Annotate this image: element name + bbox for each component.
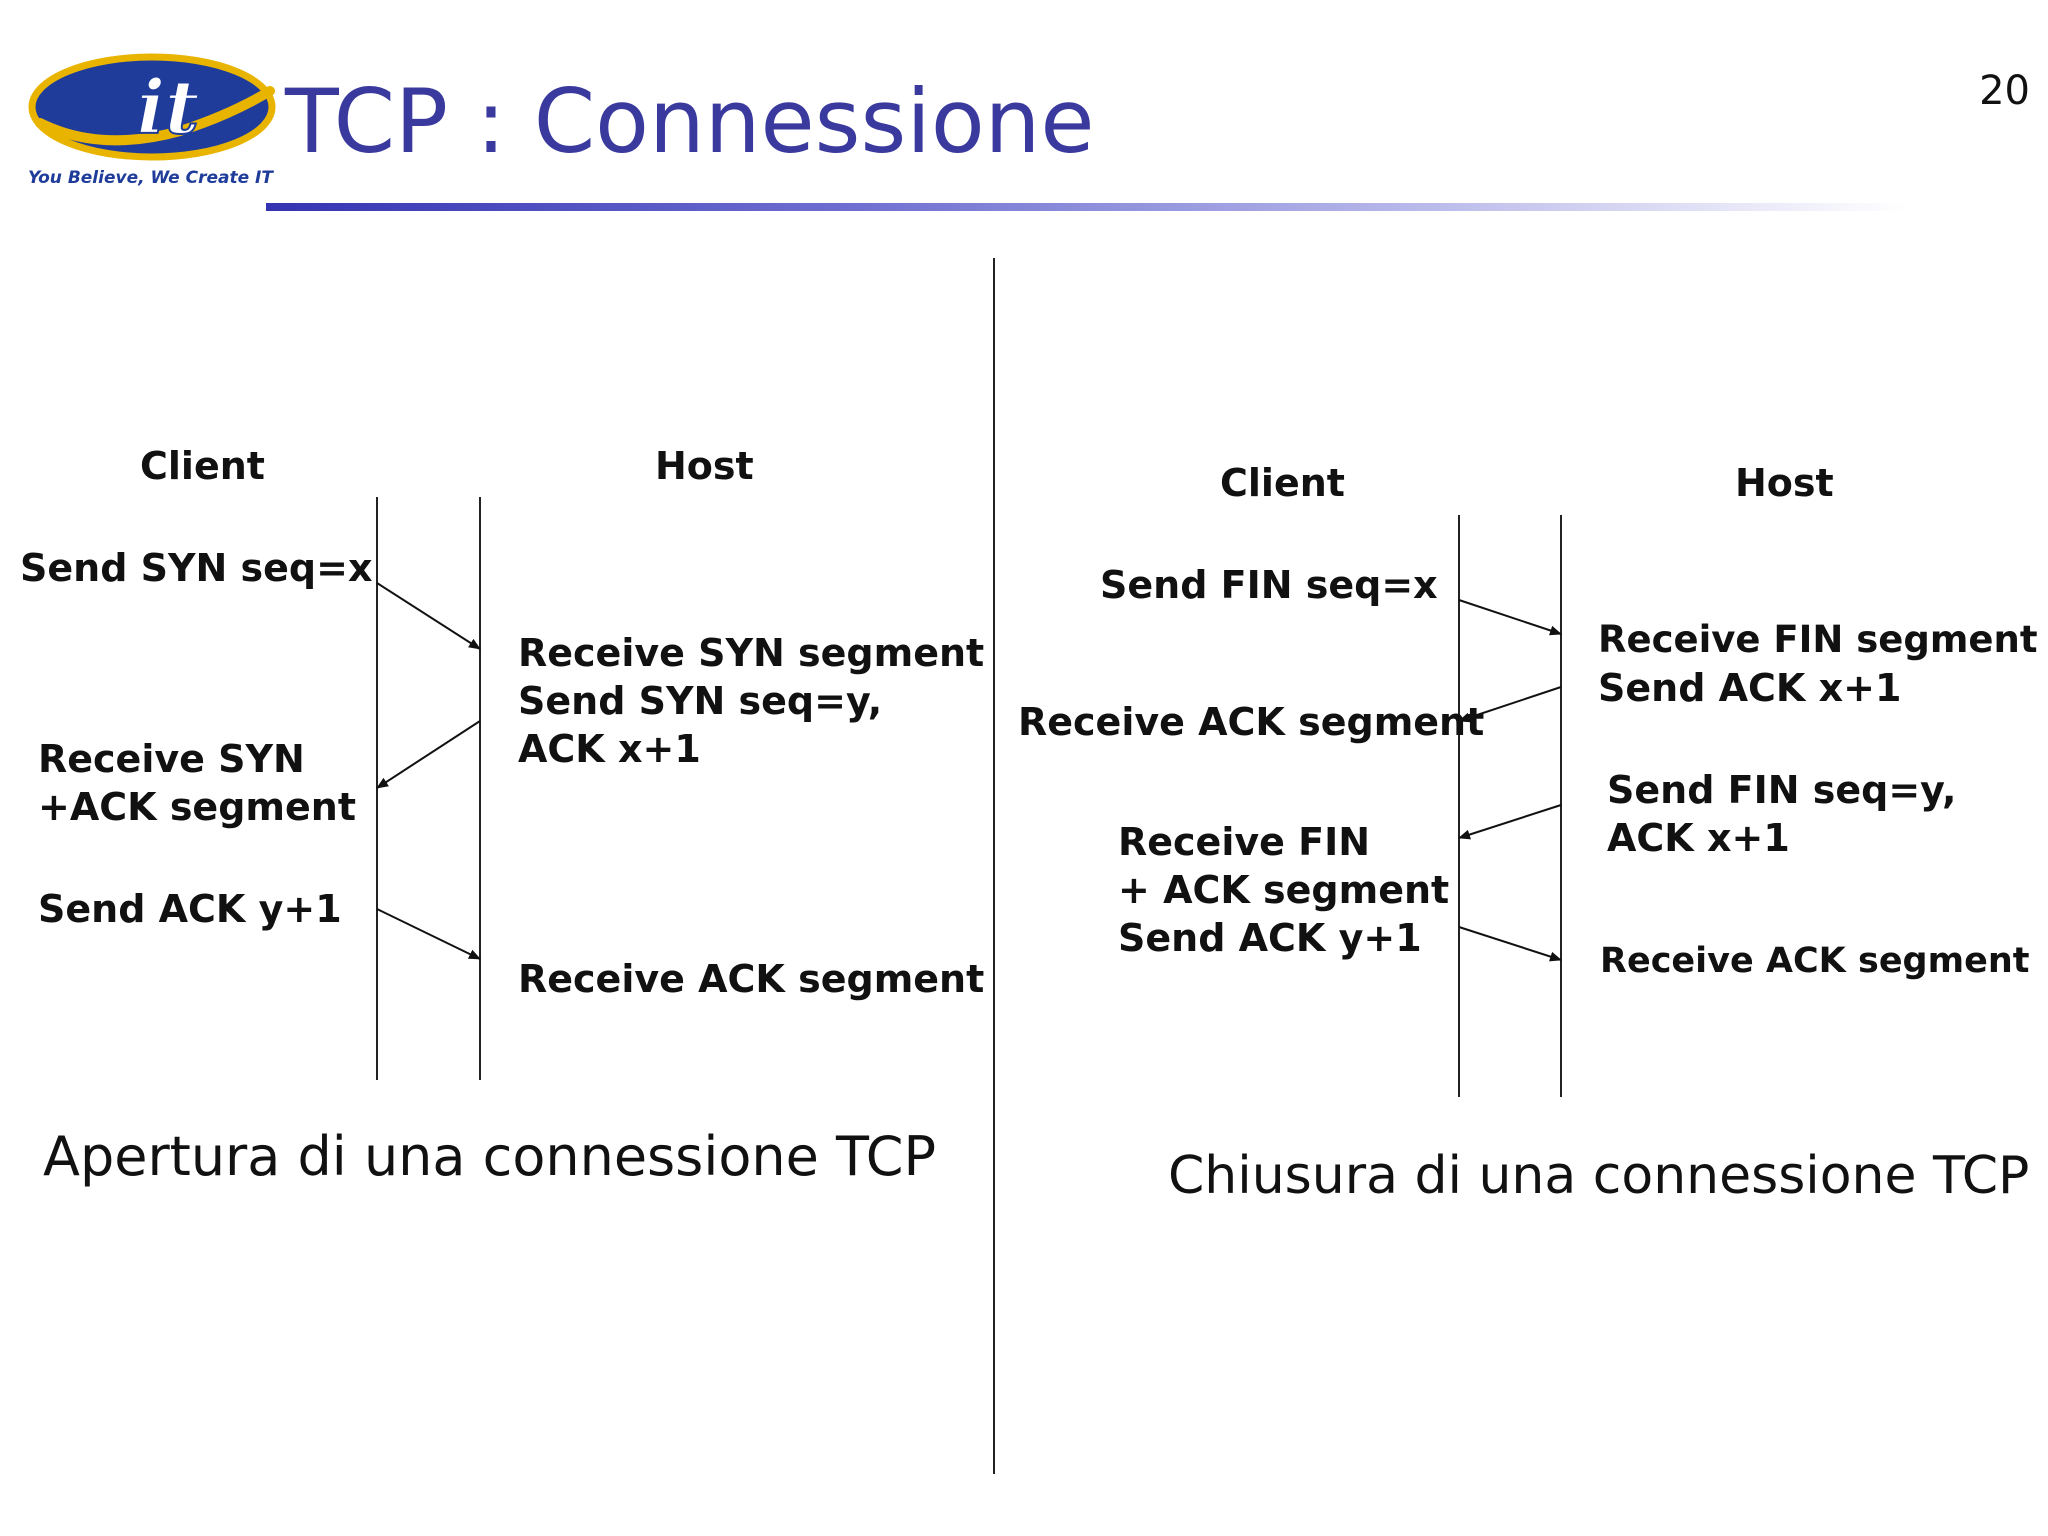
opening-ack-x1: ACK x+1 bbox=[518, 727, 701, 771]
opening-host-label: Host bbox=[655, 444, 754, 488]
slide-title: TCP : Connessione bbox=[285, 70, 1095, 173]
opening-ack-segment: +ACK segment bbox=[38, 785, 356, 829]
closing-ack-arrow bbox=[1458, 686, 1562, 723]
closing-receive-ack-segment-host: Receive ACK segment bbox=[1600, 941, 2030, 981]
closing-client-label: Client bbox=[1220, 461, 1345, 505]
opening-receive-syn-segment: Receive SYN segment bbox=[518, 631, 985, 675]
opening-receive-ack-segment: Receive ACK segment bbox=[518, 957, 985, 1001]
logo-tagline: You Believe, We Create IT bbox=[28, 168, 274, 188]
closing-receive-fin: Receive FIN bbox=[1118, 820, 1371, 864]
opening-syn-arrow bbox=[376, 582, 481, 650]
opening-synack-arrow bbox=[376, 720, 481, 789]
closing-fin-arrow bbox=[1458, 599, 1562, 636]
logo-graphic: it You Believe, We Create IT bbox=[28, 53, 276, 188]
closing-send-fin: Send FIN seq=x bbox=[1100, 563, 1438, 607]
opening-client-label: Client bbox=[140, 444, 265, 488]
closing-plus-ack-segment: + ACK segment bbox=[1118, 868, 1450, 912]
closing-host-label: Host bbox=[1735, 461, 1834, 505]
closing-receive-ack-segment-client: Receive ACK segment bbox=[1018, 700, 1485, 744]
opening-send-syn-seq-y: Send SYN seq=y, bbox=[518, 679, 883, 723]
section-divider bbox=[993, 258, 995, 1474]
closing-send-ack-x1: Send ACK x+1 bbox=[1598, 666, 1902, 710]
opening-ack-arrow bbox=[376, 908, 481, 960]
opening-caption: Apertura di una connessione TCP bbox=[43, 1125, 937, 1188]
closing-caption: Chiusura di una connessione TCP bbox=[1168, 1146, 2030, 1206]
logo-ring bbox=[28, 53, 276, 161]
closing-finack-arrow bbox=[1458, 804, 1562, 840]
opening-send-syn: Send SYN seq=x bbox=[20, 546, 373, 590]
closing-send-ack-y1: Send ACK y+1 bbox=[1118, 916, 1422, 960]
closing-ack-x1: ACK x+1 bbox=[1607, 816, 1790, 860]
closing-receive-fin-segment: Receive FIN segment bbox=[1598, 618, 2038, 661]
logo-swoosh bbox=[35, 86, 275, 146]
closing-final-ack-arrow bbox=[1458, 926, 1562, 962]
opening-send-ack-y1: Send ACK y+1 bbox=[38, 887, 342, 931]
company-logo: it You Believe, We Create IT bbox=[20, 45, 285, 195]
title-underline bbox=[266, 203, 1906, 211]
logo-ellipse bbox=[32, 57, 272, 157]
logo-brand: it bbox=[137, 65, 199, 151]
opening-receive-syn: Receive SYN bbox=[38, 737, 305, 781]
closing-send-fin-seq-y: Send FIN seq=y, bbox=[1607, 768, 1957, 812]
page-number: 20 bbox=[1979, 68, 2030, 114]
